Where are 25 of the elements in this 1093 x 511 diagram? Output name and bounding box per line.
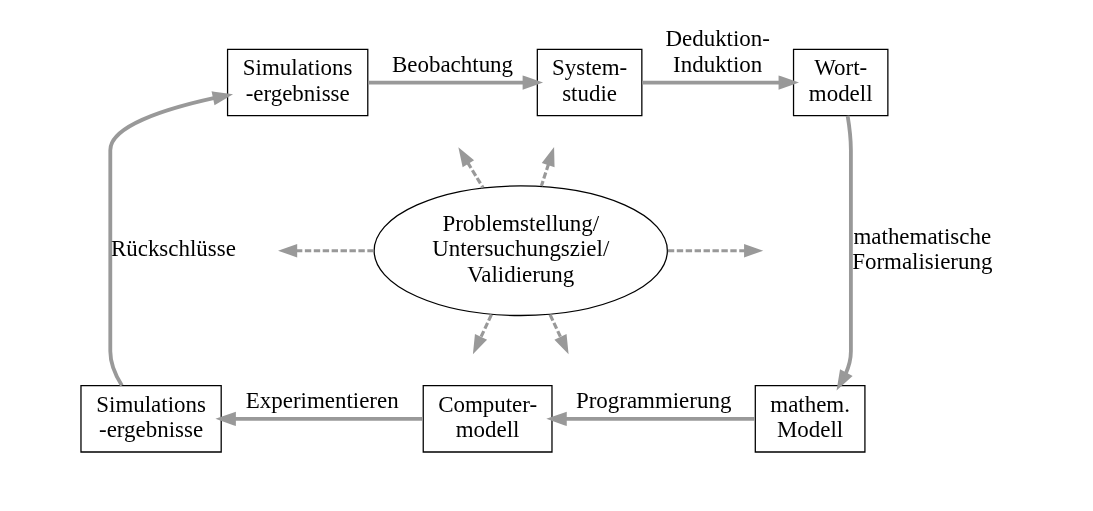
node-box: System- studie [536, 48, 643, 116]
arrow [548, 313, 569, 354]
edge-label: Programmierung [575, 387, 732, 413]
arrow [367, 74, 544, 90]
node-box: mathem. Modell [754, 384, 866, 453]
edge-label: Rückschlüsse [110, 235, 236, 261]
arrow [108, 90, 233, 386]
edge-label: mathematische Formalisierung [852, 223, 993, 274]
arrow [667, 243, 764, 257]
arrow [546, 411, 755, 426]
edge-label: Experimentieren [245, 387, 399, 413]
node-box: Wort- modell [792, 48, 889, 116]
node-box: Computer- modell [422, 384, 553, 453]
arrow [215, 411, 423, 426]
arrow [278, 243, 374, 257]
arrow [539, 146, 555, 186]
edge-label: Beobachtung [392, 51, 514, 77]
edge-label: Deduktion- Induktion [665, 25, 770, 77]
arrow [836, 114, 853, 391]
arrow [472, 313, 493, 354]
arrow [642, 74, 799, 90]
node-box: Simulations -ergebnisse [80, 384, 222, 453]
arrow [458, 146, 485, 188]
node-ellipse: Problemstellung/ Untersuchungsziel/ Validierung [373, 184, 668, 316]
node-box: Simulations -ergebnisse [226, 48, 369, 116]
